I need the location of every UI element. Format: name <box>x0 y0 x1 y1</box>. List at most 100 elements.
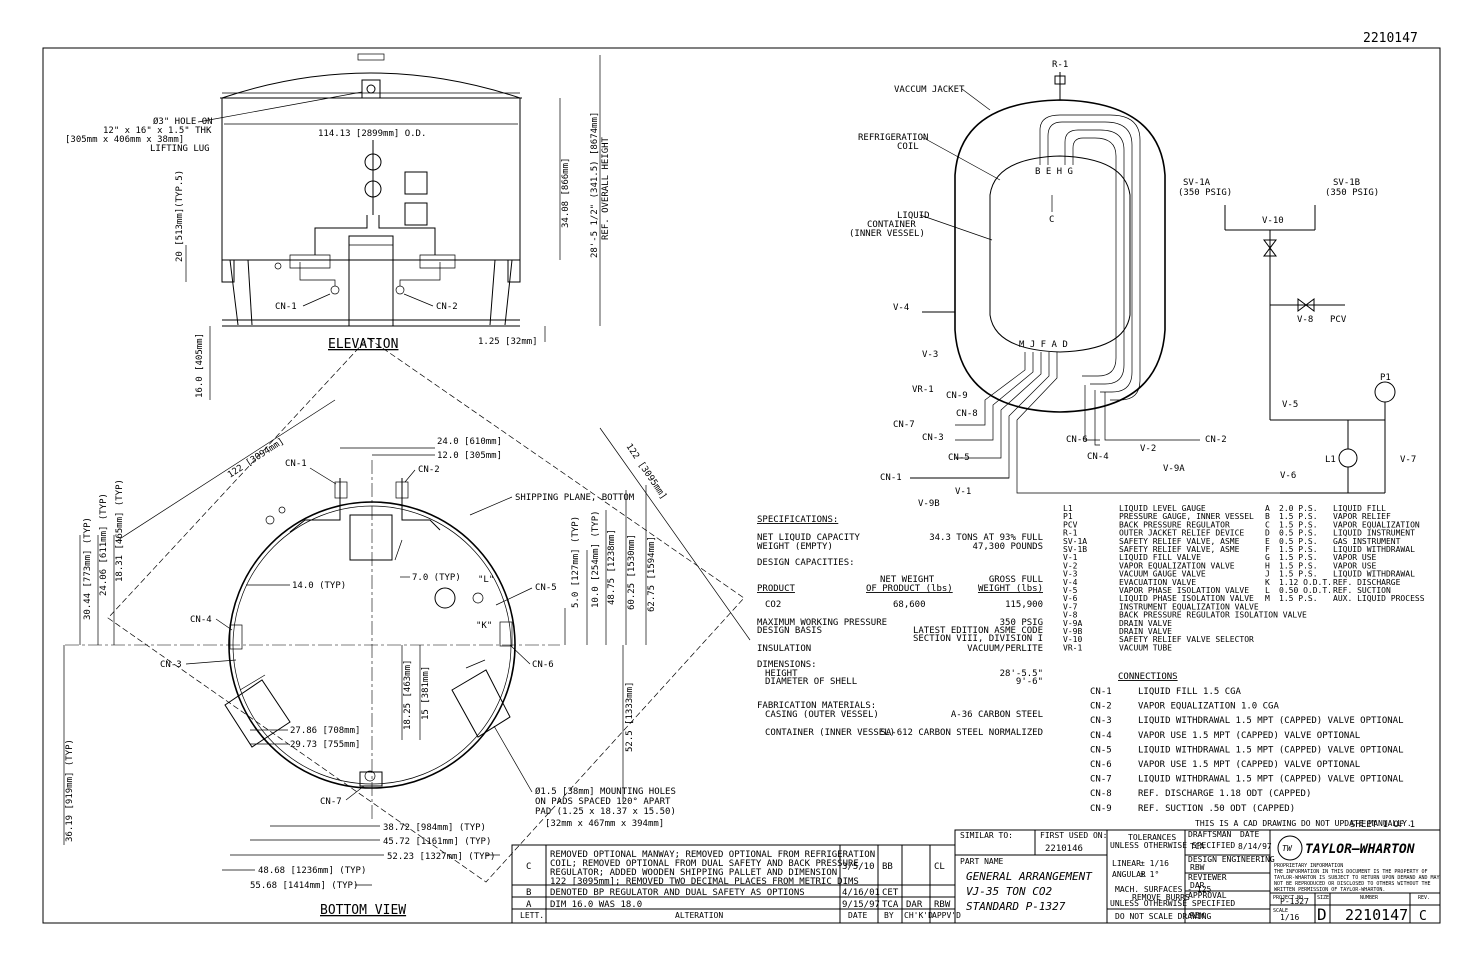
bot-dim-24: 24.0 [610mm] <box>437 437 502 447</box>
sch-sv1b-p: (350 PSIG) <box>1325 188 1379 198</box>
connection-code: CN-7 <box>1090 775 1112 785</box>
port-letter: G <box>1265 553 1270 562</box>
legend-code: L1 <box>1063 504 1073 513</box>
tb-rev-value: C <box>1419 909 1427 924</box>
sch-sv1b: SV-1B <box>1333 178 1360 188</box>
tb-prop-5: WRITTEN PERMISSION OF TAYLOR-WHARTON. <box>1274 887 1385 893</box>
bot-dim-15: 15 [381mm] <box>421 666 431 720</box>
spec-co2-gross: 115,900 <box>1005 600 1043 610</box>
tb-angular: ANGULAR <box>1112 870 1146 879</box>
elev-dim-20: 20 [513mm](TYP.5) <box>175 170 185 262</box>
elev-dim-overall-ref: REF. OVERALL HEIGHT <box>601 136 611 240</box>
legend-desc: VAPOR EQUALIZATION VALVE <box>1119 561 1235 570</box>
bot-dim-5568: 55.68 [1414mm] (TYP) <box>250 881 358 891</box>
legend-code: V-5 <box>1063 586 1078 595</box>
port-service: VAPOR USE <box>1333 561 1377 570</box>
sch-r1: R-1 <box>1052 60 1068 70</box>
tb-scale-label: SCALE <box>1273 908 1288 914</box>
tb-unless-2: UNLESS OTHERWISE SPECIFIED <box>1110 899 1235 908</box>
spec-heading: SPECIFICATIONS: <box>757 515 838 525</box>
spec-design-cap: DESIGN CAPACITIES: <box>757 558 855 568</box>
port-letter: D <box>1265 529 1270 538</box>
connection-code: CN-9 <box>1090 804 1112 814</box>
tb-first-used-value: 2210146 <box>1045 844 1083 854</box>
elevation-title: ELEVATION <box>328 337 398 352</box>
elevation-view: 114.13 [2899mm] O.D. 28'-5 1/2" (341.5) … <box>65 53 611 400</box>
sch-v9a: V-9A <box>1163 464 1185 474</box>
spec-ins-label: INSULATION <box>757 644 811 654</box>
rev-hdr-alteration: ALTERATION <box>675 911 723 920</box>
bot-cn6: CN-6 <box>532 660 554 670</box>
bot-dim-1831: 18.31 [465mm] (TYP) <box>115 479 125 582</box>
port-size: 2.0 P.S. <box>1279 504 1318 513</box>
tb-unless: UNLESS OTHERWISE SPECIFIED <box>1110 841 1235 850</box>
bot-cn1: CN-1 <box>285 459 307 469</box>
tb-remove-burrs: REMOVE BURRS <box>1132 893 1190 902</box>
elev-dim-125: 1.25 [32mm] <box>478 337 538 347</box>
tb-mach: MACH. SURFACES - 125 <box>1115 885 1212 894</box>
bot-dim-2973: 29.73 [755mm] <box>290 740 360 750</box>
port-letter: C <box>1265 520 1270 529</box>
tb-title-3: STANDARD P-1327 <box>966 900 1066 913</box>
sch-cn5: CN-5 <box>948 453 970 463</box>
sch-cn6: CN-6 <box>1066 435 1088 445</box>
lug-note-3: [305mm x 406mm x 38mm] <box>65 135 184 145</box>
connection-code: CN-5 <box>1090 745 1112 755</box>
legend-desc: LIQUID PHASE ISOLATION VALVE <box>1119 594 1254 603</box>
port-size: 1.5 P.S. <box>1279 561 1318 570</box>
rev-date: 9/15/97 <box>842 900 880 910</box>
legend-desc: BACK PRESSURE REGULATOR <box>1119 520 1230 529</box>
bot-dim-5223: 52.23 [1327mm] (TYP) <box>387 852 495 862</box>
port-letter: H <box>1265 561 1270 570</box>
legend-desc: VAPOR PHASE ISOLATION VALVE <box>1119 586 1249 595</box>
sch-v6: V-6 <box>1280 471 1296 481</box>
bot-dim-12: 12.0 [305mm] <box>437 451 502 461</box>
legend-desc: DRAIN VALVE <box>1119 627 1172 636</box>
sch-cn4: CN-4 <box>1087 452 1109 462</box>
port-letter: J <box>1265 570 1270 579</box>
rev-hdr-by: BY <box>884 911 894 920</box>
legend-code: SV-1A <box>1063 537 1087 546</box>
sch-v4: V-4 <box>893 303 909 313</box>
spec-basis-value: LATEST EDITION ASME CODE <box>913 626 1043 636</box>
connection-desc: LIQUID WITHDRAWAL 1.5 MPT (CAPPED) VALVE… <box>1138 775 1404 785</box>
port-size: 1.5 P.S. <box>1279 520 1318 529</box>
rev-chkd: DAR <box>906 900 923 910</box>
tb-prop-1: PROPRIETARY INFORMATION <box>1274 863 1343 869</box>
legend-desc: BACK PRESSURE REGULATOR ISOLATION VALVE <box>1119 611 1307 620</box>
port-service: VAPOR RELIEF <box>1333 512 1391 521</box>
spec-weight-lbs: WEIGHT (lbs) <box>978 584 1043 594</box>
legend-desc: INSTRUMENT EQUALIZATION VALVE <box>1119 602 1259 611</box>
spec-casing-label: CASING (OUTER VESSEL) <box>765 710 879 720</box>
spec-ins-value: VACUUM/PERLITE <box>967 644 1043 654</box>
port-letter: B <box>1265 512 1270 521</box>
tb-project-value: P-1327 <box>1280 897 1309 906</box>
rev-by: BB <box>882 862 893 872</box>
port-service: AUX. LIQUID PROCESS <box>1333 594 1425 603</box>
port-size: 1.5 P.S. <box>1279 594 1318 603</box>
legend-desc: EVACUATION VALVE <box>1119 578 1196 587</box>
tb-size-value: D <box>1317 905 1327 924</box>
sch-bottom-letters: M J F A D <box>1019 340 1068 350</box>
tb-linear-value: ± 1/16 <box>1140 859 1169 868</box>
legend-code: V-7 <box>1063 602 1078 611</box>
port-size: 1.5 P.S. <box>1279 553 1318 562</box>
tb-similar-to: SIMILAR TO: <box>960 831 1013 840</box>
tb-title-1: GENERAL ARRANGEMENT <box>966 870 1093 883</box>
tb-prop-2: THE INFORMATION IN THIS DOCUMENT IS THE … <box>1274 869 1428 875</box>
sch-container-1: LIQUID <box>897 211 930 221</box>
legend-code: V-3 <box>1063 570 1078 579</box>
elev-cn1: CN-1 <box>275 302 297 312</box>
rev-alteration: COIL; REMOVED OPTIONAL FROM DUAL SAFETY … <box>550 859 859 869</box>
tb-part-name: PART NAME <box>960 857 1004 866</box>
rev-hdr-lett: LETT. <box>520 911 544 920</box>
elev-dim-34: 34.08 [866mm] <box>561 158 571 228</box>
bot-dim-6025: 60.25 [1530mm] <box>627 534 637 610</box>
port-size: 1.5 P.S. <box>1279 570 1318 579</box>
rev-hdr-date: DATE <box>848 911 867 920</box>
tb-prop-4: NOT BE REPRODUCED OR DISCLOSED TO OTHERS… <box>1274 881 1431 887</box>
spec-cap-label: NET LIQUID CAPACITY <box>757 533 861 543</box>
connection-code: CN-2 <box>1090 702 1112 712</box>
